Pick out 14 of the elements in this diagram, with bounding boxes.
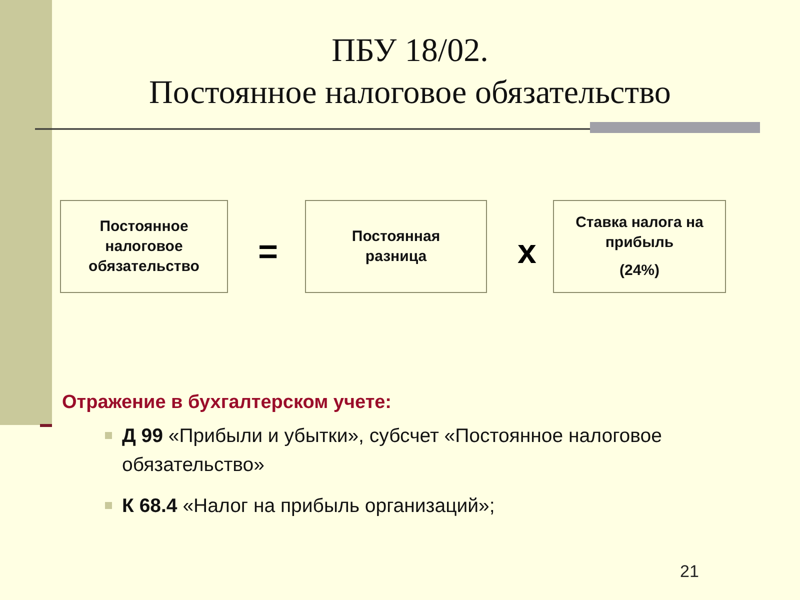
page-number: 21 xyxy=(680,562,699,582)
formula-box xyxy=(305,200,487,293)
rate-text: (24%) xyxy=(619,260,660,280)
equals-sign: = xyxy=(257,232,279,272)
formula-box xyxy=(60,200,228,293)
section-heading: Отражение в бухгалтерском учете: xyxy=(62,391,392,415)
box-text: Постоянная разница xyxy=(350,226,442,266)
slide-title: ПБУ 18/02. Постоянное налоговое обязательство xyxy=(148,32,672,113)
box-text: Ставка налога на прибыль xyxy=(574,212,704,252)
box-text: Постоянное налоговое обязательство xyxy=(88,216,200,276)
multiply-sign: x xyxy=(516,232,538,272)
bullet-text: К 68.4 «Налог на прибыль организаций»; xyxy=(122,494,496,519)
bullet-text: Д 99 «Прибыли и убытки», субсчет «Постоянное налоговое обязательство» xyxy=(122,424,663,478)
formula-box xyxy=(553,200,726,293)
